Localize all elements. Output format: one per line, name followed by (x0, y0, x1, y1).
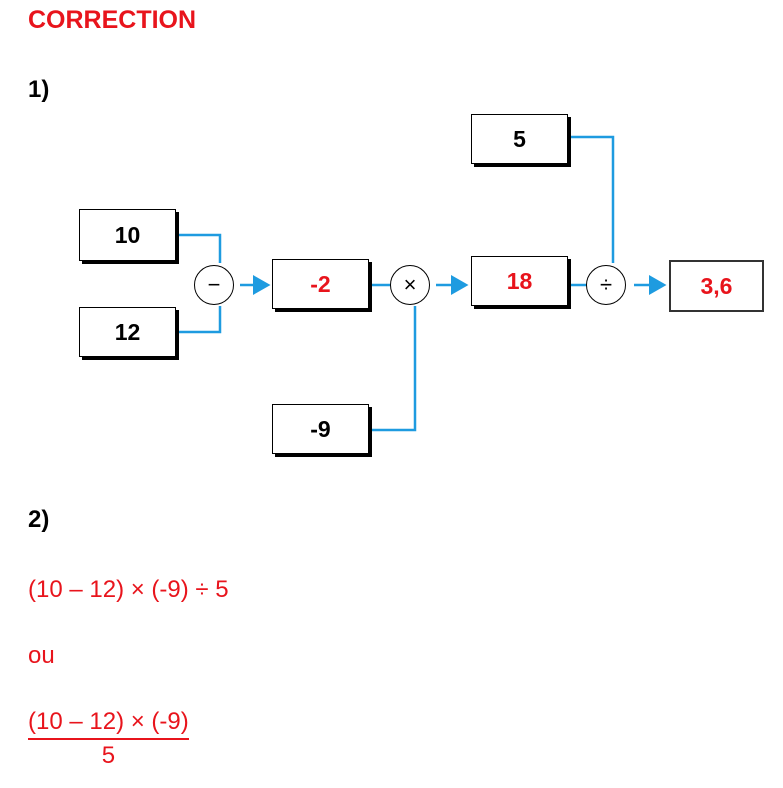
or-text: ou (28, 642, 55, 669)
answer-fraction: (10 – 12) × (-9) 5 (28, 708, 189, 770)
connector-10-minus (176, 233, 222, 263)
result-box-final: 3,6 (669, 260, 764, 312)
connector-neg9-times (370, 306, 417, 432)
times-operator: × (390, 265, 430, 305)
times-icon: × (403, 272, 417, 297)
input-box-10: 10 (79, 209, 176, 261)
input-box-neg9: -9 (272, 404, 369, 454)
input-box-5: 5 (471, 114, 568, 164)
question-1-label: 1) (28, 76, 50, 103)
question-2-label: 2) (28, 506, 50, 533)
connector-12-minus (176, 306, 222, 334)
result-box-18: 18 (471, 256, 568, 306)
fraction-numerator: (10 – 12) × (-9) (28, 708, 189, 740)
page-title: CORRECTION (28, 6, 197, 34)
answer-expression: (10 – 12) × (-9) ÷ 5 (28, 576, 229, 603)
input-box-12: 12 (79, 307, 176, 357)
result-box-neg2: -2 (272, 259, 369, 309)
fraction-denominator: 5 (101, 742, 116, 769)
connector-5-div (567, 135, 615, 263)
minus-operator: − (194, 265, 234, 305)
divide-operator: ÷ (586, 265, 626, 305)
divide-icon: ÷ (599, 272, 613, 297)
minus-icon: − (207, 272, 221, 297)
